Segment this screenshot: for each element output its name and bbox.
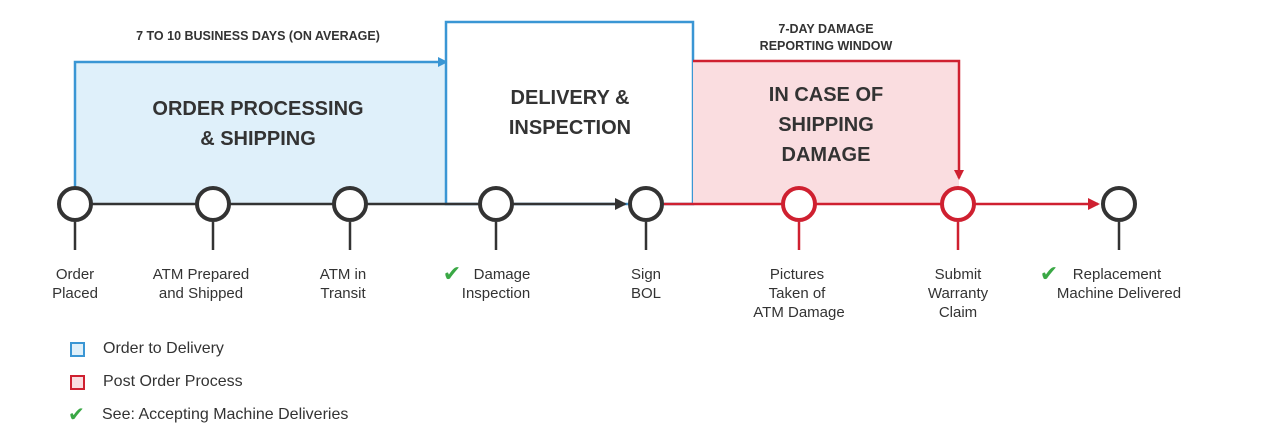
business-days-label: 7 TO 10 BUSINESS DAYS (ON AVERAGE)	[136, 29, 380, 43]
legend-post-order: Post Order Process	[70, 373, 243, 391]
legend-label-post-order: Post Order Process	[103, 373, 243, 390]
phase-title-order-line1: ORDER PROCESSING	[152, 98, 363, 120]
label-atm-transit-1: ATM in	[320, 266, 366, 283]
phase-title-damage-line3: DAMAGE	[782, 144, 871, 166]
label-warranty-claim-2: Warranty	[928, 285, 989, 302]
label-damage-inspection-1: Damage	[474, 266, 531, 283]
node-atm-prepared	[195, 186, 231, 222]
legend-check-icon: ✔	[68, 404, 85, 426]
legend-label-see-accepting: See: Accepting Machine Deliveries	[102, 406, 349, 423]
node-pictures	[781, 186, 817, 222]
label-replacement-2: Machine Delivered	[1057, 285, 1181, 302]
label-pictures-1: Pictures	[770, 266, 824, 283]
damage-window-label-line2: REPORTING WINDOW	[760, 39, 893, 53]
label-warranty-claim-3: Claim	[939, 304, 977, 321]
phase-title-damage-line1: IN CASE OF	[769, 84, 883, 106]
milestone-labels: Order Placed ATM Prepared and Shipped AT…	[52, 261, 1181, 321]
legend-swatch-red	[70, 374, 85, 390]
label-atm-prepared-1: ATM Prepared	[153, 266, 249, 283]
label-replacement-1: Replacement	[1073, 266, 1162, 283]
label-order-placed-1: Order	[56, 266, 94, 283]
delivery-inspection-box	[444, 20, 695, 206]
phase-title-order-line2: & SHIPPING	[200, 128, 316, 150]
node-sign-bol	[628, 186, 664, 222]
shipping-damage-box	[693, 61, 959, 204]
milestone-ticks	[73, 222, 1121, 250]
legend-swatch-blue	[70, 341, 85, 357]
shipping-damage-box-border	[693, 59, 964, 180]
legend-see-accepting: ✔ See: Accepting Machine Deliveries	[68, 405, 348, 425]
phase-title-damage-line2: SHIPPING	[778, 114, 874, 136]
label-pictures-2: Taken of	[769, 285, 827, 302]
label-atm-prepared-2: and Shipped	[159, 285, 243, 302]
label-pictures-3: ATM Damage	[753, 304, 844, 321]
node-atm-transit	[332, 186, 368, 222]
phase-title-delivery-line1: DELIVERY &	[511, 87, 630, 109]
phase-title-delivery-line2: INSPECTION	[509, 117, 631, 139]
label-order-placed-2: Placed	[52, 285, 98, 302]
label-sign-bol-2: BOL	[631, 285, 661, 302]
milestone-nodes	[57, 186, 1137, 222]
check-replacement-icon: ✔	[1040, 261, 1058, 286]
node-damage-inspection	[478, 186, 514, 222]
node-replacement	[1101, 186, 1137, 222]
label-sign-bol-1: Sign	[631, 266, 661, 283]
node-order-placed	[57, 186, 93, 222]
damage-window-label-line1: 7-DAY DAMAGE	[778, 22, 873, 36]
label-atm-transit-2: Transit	[320, 285, 366, 302]
label-warranty-claim-1: Submit	[935, 266, 983, 283]
order-processing-box-border	[73, 60, 446, 186]
legend-order-to-delivery: Order to Delivery	[70, 340, 224, 358]
label-damage-inspection-2: Inspection	[462, 285, 530, 302]
node-warranty-claim	[940, 186, 976, 222]
order-processing-box	[75, 62, 446, 204]
legend-label-order-to-delivery: Order to Delivery	[103, 340, 224, 357]
check-damage-inspection-icon: ✔	[443, 261, 461, 286]
